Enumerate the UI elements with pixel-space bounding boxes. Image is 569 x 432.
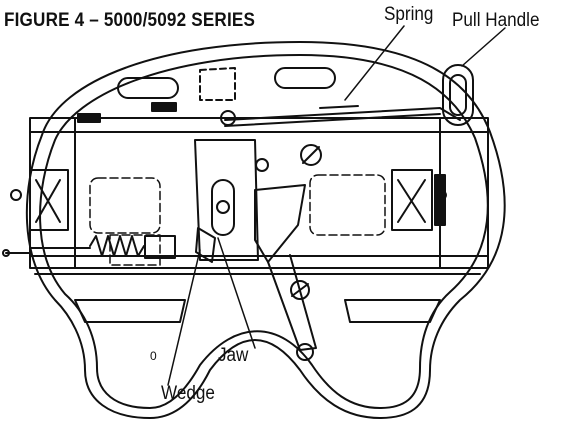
pivot-bolts (220, 110, 322, 300)
leader-wedge (167, 249, 201, 386)
label-jaw: Jaw (218, 345, 249, 366)
pull-handle (224, 64, 474, 127)
svg-text:0: 0 (150, 349, 157, 363)
hidden-lines (89, 174, 386, 266)
lever-arm (254, 184, 317, 361)
leader-jaw (217, 237, 256, 349)
leader-spring (344, 25, 405, 101)
top-slots (117, 67, 336, 101)
coil-spring (29, 235, 176, 259)
label-spring: Spring (384, 4, 434, 25)
frame-rails (29, 117, 489, 275)
side-brackets (10, 169, 447, 231)
top-springs (77, 102, 177, 123)
figure-title: FIGURE 4 – 5000/5092 SERIES (4, 10, 256, 31)
wedge (195, 227, 216, 263)
leader-pull-handle (461, 27, 506, 67)
label-pull-handle: Pull Handle (452, 10, 540, 31)
small-mark: 0 (150, 349, 157, 363)
jaw-assembly (194, 139, 259, 261)
release-pin (2, 249, 31, 257)
label-wedge: Wedge (161, 383, 215, 404)
leader-lines (167, 25, 506, 386)
top-plate-outline (25, 41, 506, 419)
bottom-ramps (74, 299, 441, 323)
